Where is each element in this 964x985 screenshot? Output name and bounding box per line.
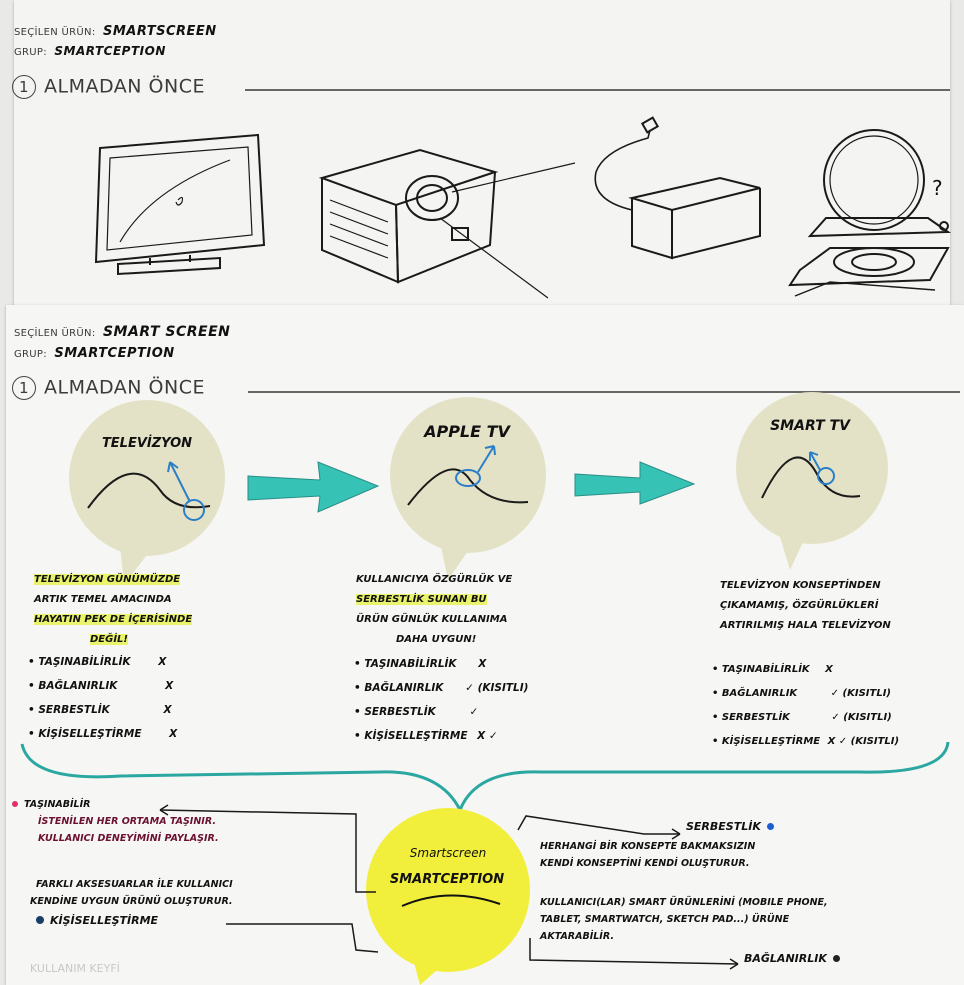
blue-dot-icon <box>767 823 774 830</box>
tv-feature-item: • KİŞİSELLEŞTİRME X <box>28 722 177 746</box>
appletv-feature-item: • TAŞINABİLİRLİK X <box>354 652 528 676</box>
smarttv-feature-item: • TAŞINABİLİRLİK X <box>712 658 899 682</box>
pink-dot-icon <box>12 801 18 807</box>
arrow-tv-to-appletv <box>248 462 378 512</box>
arrow-appletv-to-smarttv <box>575 462 694 504</box>
appletv-feature-item: • SERBESTLİK ✓ <box>354 700 528 724</box>
tv-feature-item: • TAŞINABİLİRLİK X <box>28 650 177 674</box>
portable-heading: TAŞINABİLİR <box>12 796 219 813</box>
smarttv-description: TELEVİZYON KONSEPTİNDEN ÇIKAMAMIŞ, ÖZGÜR… <box>720 576 891 636</box>
freedom-text-1: HERHANGİ BİR KONSEPTE BAKMAKSIZIN <box>540 838 755 855</box>
connectivity-text-2: TABLET, SMARTWATCH, SKETCH PAD...) ÜRÜNE <box>540 911 828 928</box>
tv-desc-line3: HAYATIN PEK DE İÇERİSİNDE <box>34 610 192 630</box>
connectivity-text-3: AKTARABİLİR. <box>540 928 828 945</box>
portable-text-2: KULLANICI DENEYİMİNİ PAYLAŞIR. <box>12 830 219 847</box>
center-bubble-line2: SMARTCEPTION <box>372 872 522 887</box>
appletv-feature-item: • BAĞLANIRLIK ✓ (KISITLI) <box>354 676 528 700</box>
appletv-desc-line2: SERBESTLİK SUNAN BU <box>356 590 512 610</box>
bubble-title-apple-tv: APPLE TV <box>402 422 532 441</box>
freedom-heading: SERBESTLİK <box>686 818 774 835</box>
bottom-left-notes: TAŞINABİLİR İSTENİLEN HER ORTAMA TAŞINIR… <box>12 796 219 847</box>
appletv-feature-item: • KİŞİSELLEŞTİRME X ✓ <box>354 724 528 748</box>
smarttv-feature-item: • SERBESTLİK ✓ (KISITLI) <box>712 706 899 730</box>
center-bubble-line1: Smartscreen <box>378 846 518 860</box>
tv-desc-line1: TELEVİZYON GÜNÜMÜZDE <box>34 570 192 590</box>
connectivity-notes: KULLANICI(LAR) SMART ÜRÜNLERİNİ (MOBILE … <box>540 894 828 945</box>
portable-text-1: İSTENİLEN HER ORTAMA TAŞINIR. <box>12 813 219 830</box>
appletv-description: KULLANICIYA ÖZGÜRLÜK VE SERBESTLİK SUNAN… <box>356 570 512 650</box>
bottom-left-notes-2: FARKLI AKSESUARLAR İLE KULLANICI KENDİNE… <box>36 876 233 929</box>
tv-feature-item: • SERBESTLİK X <box>28 698 177 722</box>
appletv-desc-line1: KULLANICIYA ÖZGÜRLÜK VE <box>356 570 512 590</box>
personalize-text-2: KENDİNE UYGUN ÜRÜNÜ OLUŞTURUR. <box>30 893 233 910</box>
connectivity-text-1: KULLANICI(LAR) SMART ÜRÜNLERİNİ (MOBILE … <box>540 894 828 911</box>
tv-feature-item: • BAĞLANIRLIK X <box>28 674 177 698</box>
appletv-features: • TAŞINABİLİRLİK X • BAĞLANIRLIK ✓ (KISI… <box>354 652 528 748</box>
tv-desc-line4: DEĞİL! <box>34 630 192 650</box>
tv-desc-line2: ARTIK TEMEL AMACINDA <box>34 590 192 610</box>
connectivity-heading: BAĞLANIRLIK <box>744 950 840 967</box>
navy-dot-icon <box>36 916 44 924</box>
freedom-text-2: KENDİ KONSEPTİNİ KENDİ OLUŞTURUR. <box>540 855 755 872</box>
personalize-heading: KİŞİSELLEŞTİRME <box>36 912 233 929</box>
smarttv-desc-line2: ÇIKAMAMIŞ, ÖZGÜRLÜKLERİ <box>720 596 891 616</box>
tv-features: • TAŞINABİLİRLİK X • BAĞLANIRLIK X • SER… <box>28 650 177 746</box>
personalize-text-1: FARKLI AKSESUARLAR İLE KULLANICI <box>36 876 233 893</box>
smarttv-features: • TAŞINABİLİRLİK X • BAĞLANIRLIK ✓ (KISI… <box>712 658 899 754</box>
smarttv-feature-item: • BAĞLANIRLIK ✓ (KISITLI) <box>712 682 899 706</box>
bubble-television <box>69 400 225 585</box>
freedom-notes: HERHANGİ BİR KONSEPTE BAKMAKSIZIN KENDİ … <box>540 838 755 872</box>
bubble-title-smart-tv: SMART TV <box>770 418 850 434</box>
dark-dot-icon <box>833 955 840 962</box>
smarttv-feature-item: • KİŞİSELLEŞTİRME X ✓ (KISITLI) <box>712 730 899 754</box>
appletv-desc-line4: DAHA UYGUN! <box>356 630 512 650</box>
smarttv-desc-line1: TELEVİZYON KONSEPTİNDEN <box>720 576 891 596</box>
faded-text: KULLANIM KEYFİ <box>30 962 120 975</box>
bubble-title-television: TELEVİZYON <box>82 436 212 451</box>
smarttv-desc-line3: ARTIRILMIŞ HALA TELEVİZYON <box>720 616 891 636</box>
tv-description: TELEVİZYON GÜNÜMÜZDE ARTIK TEMEL AMACIND… <box>34 570 192 650</box>
appletv-desc-line3: ÜRÜN GÜNLÜK KULLANIMA <box>356 610 512 630</box>
